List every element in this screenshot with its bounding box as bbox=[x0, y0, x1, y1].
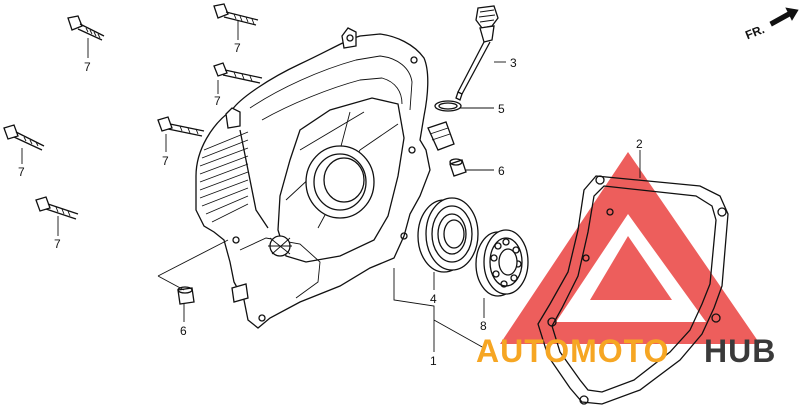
bolt-top-mid bbox=[213, 3, 259, 26]
crankcase-cover bbox=[195, 27, 455, 329]
leader-lines bbox=[21, 20, 641, 352]
bolt-left-upper bbox=[3, 124, 45, 151]
callout-bolt-mid-upper: 7 bbox=[214, 94, 221, 108]
watermark-text-part2: HUB bbox=[704, 333, 776, 369]
callout-bearing-large: 4 bbox=[430, 292, 437, 306]
callout-bolt-left-upper: 7 bbox=[18, 165, 25, 179]
o-ring bbox=[434, 100, 462, 112]
bolt-mid-upper bbox=[213, 62, 263, 84]
callout-gasket: 2 bbox=[636, 137, 643, 151]
bolt-top-left bbox=[67, 15, 105, 41]
gasket bbox=[537, 175, 729, 405]
watermark-logo-mark bbox=[500, 152, 760, 344]
callout-bolt-left-lower: 7 bbox=[54, 237, 61, 251]
callout-bolt-top-left: 7 bbox=[84, 60, 91, 74]
dowel-pin-left bbox=[177, 286, 195, 305]
bearing-small bbox=[475, 229, 529, 297]
callout-cover: 1 bbox=[430, 354, 437, 368]
callout-bearing-small: 8 bbox=[480, 319, 487, 333]
callout-dowel-left: 6 bbox=[180, 324, 187, 338]
callout-bolt-mid-lower: 7 bbox=[162, 154, 169, 168]
callout-dowel-right: 6 bbox=[498, 164, 505, 178]
bearing-large bbox=[417, 197, 479, 273]
watermark-text: AUTOMOTO HUB bbox=[476, 333, 776, 369]
front-direction-indicator: FR. bbox=[743, 7, 799, 42]
front-arrow-icon bbox=[769, 7, 799, 27]
dowel-pin-right bbox=[449, 158, 467, 177]
callout-dipstick: 3 bbox=[510, 56, 517, 70]
callout-o-ring: 5 bbox=[498, 102, 505, 116]
callout-labels: 7 7 7 7 7 7 3 5 6 6 2 4 8 1 bbox=[18, 41, 643, 368]
bolt-mid-lower bbox=[157, 116, 205, 137]
callout-bolt-top-mid: 7 bbox=[234, 41, 241, 55]
watermark-text-part1: AUTOMOTO bbox=[476, 333, 669, 369]
dipstick bbox=[455, 5, 499, 101]
front-label: FR. bbox=[743, 22, 766, 42]
bolt-left-lower bbox=[35, 196, 79, 220]
